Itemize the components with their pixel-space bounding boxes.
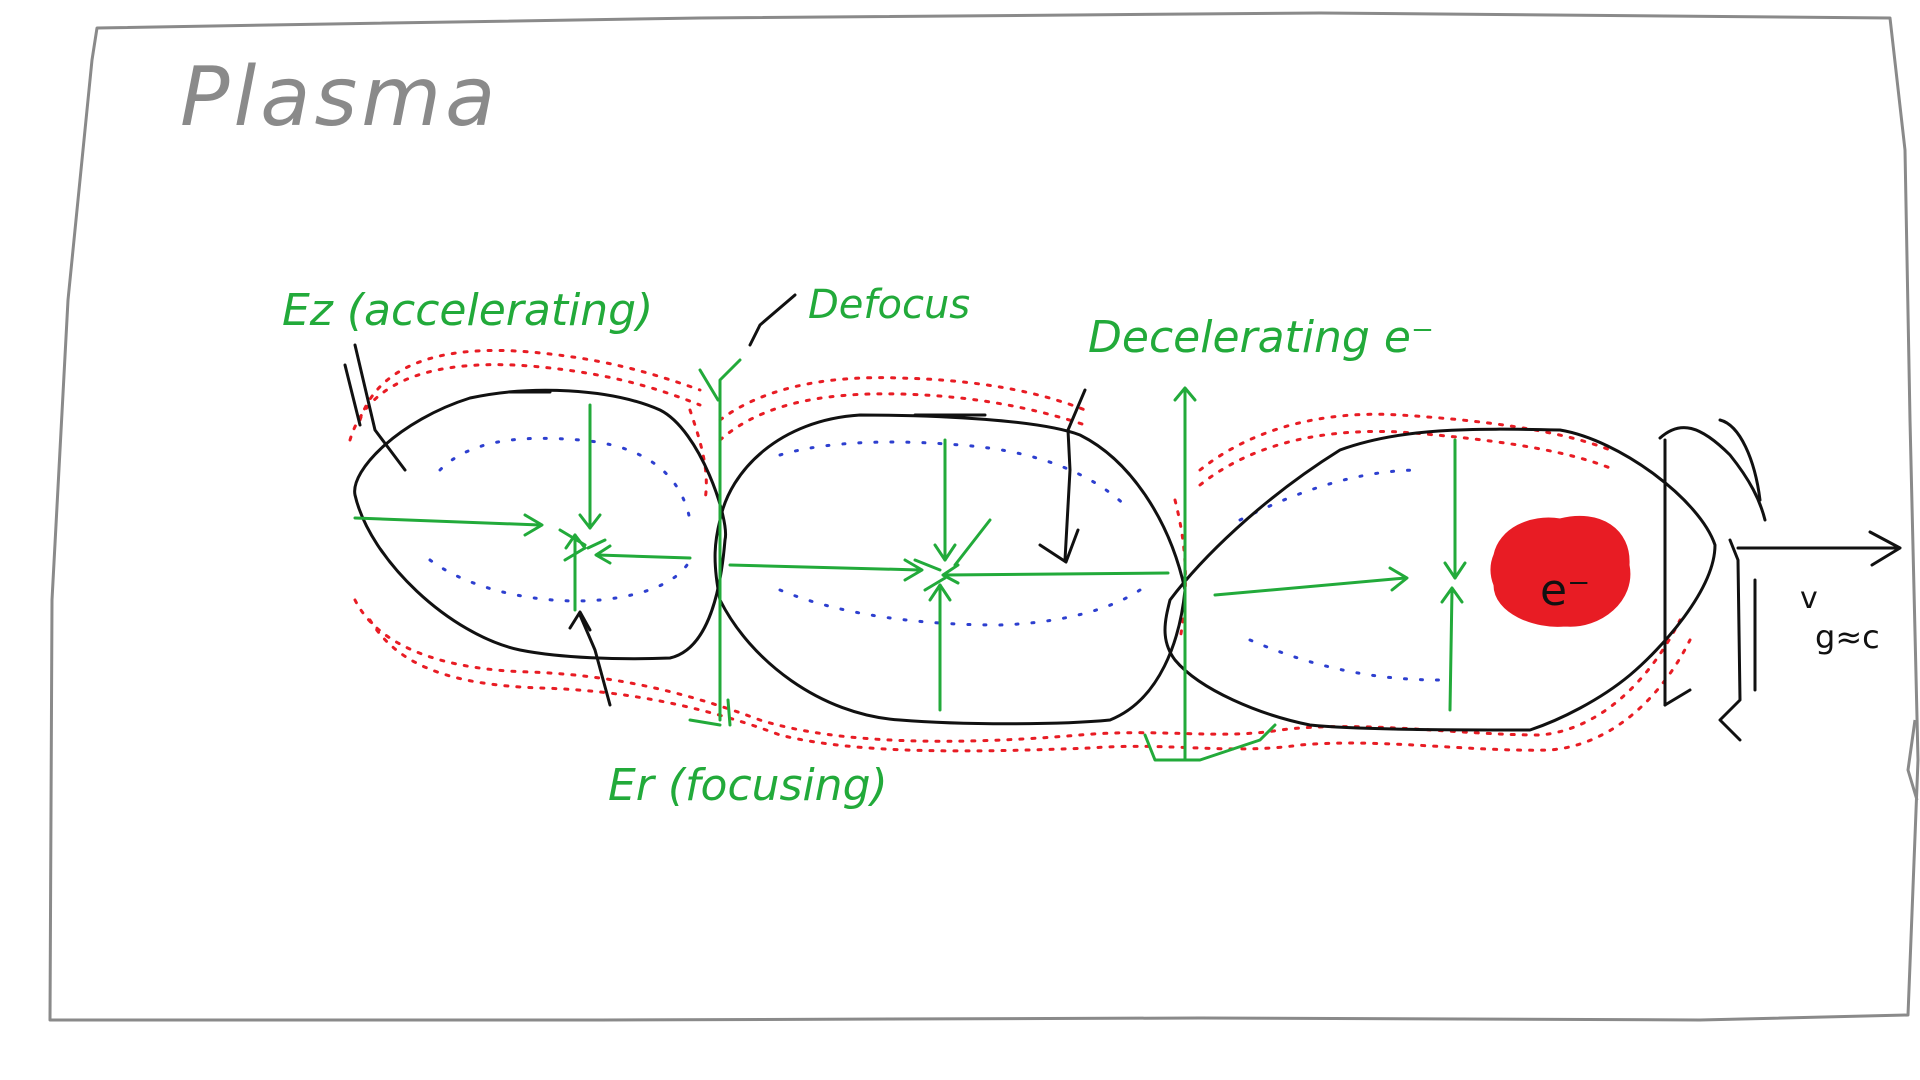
label-ez-accelerating: Ez (accelerating) (282, 285, 653, 336)
pointer-defocus (748, 293, 797, 347)
pointer-decelerating (1063, 388, 1087, 562)
label-decelerating: Decelerating e⁻ (1088, 312, 1434, 363)
electron-bunch: e⁻ (1490, 515, 1631, 627)
electron-sheath (348, 348, 1692, 753)
plasma-label: Plasma (180, 50, 499, 145)
bubble-2 (713, 413, 1187, 726)
electron-bunch-label: e⁻ (1540, 565, 1590, 616)
plasma-boundary (48, 11, 1920, 1022)
ion-column (428, 436, 1442, 682)
bubble-1 (353, 388, 728, 661)
velocity-label: v (1800, 581, 1818, 616)
field-lines (353, 358, 1467, 762)
pointer-ez (353, 343, 407, 472)
plasma-boundary-right-edge (1906, 719, 1919, 801)
bubble-3 (1163, 427, 1717, 732)
pointer-arrows (343, 293, 1087, 707)
velocity-subscript: g≈c (1815, 618, 1880, 656)
pointer-er (578, 613, 612, 707)
wavefront (1658, 418, 1767, 742)
label-defocus: Defocus (808, 282, 970, 328)
velocity-arrow: v g≈c (1736, 530, 1902, 656)
label-er-focusing: Er (focusing) (608, 760, 888, 811)
